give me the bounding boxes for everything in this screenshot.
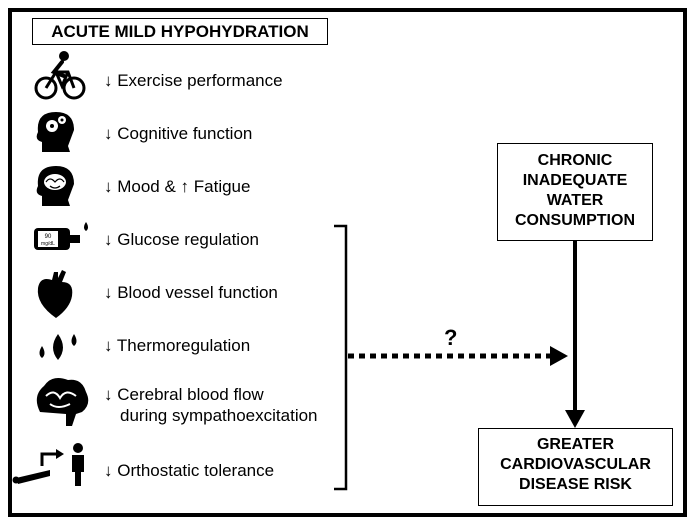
title-box: ACUTE MILD HYPOHYDRATION	[32, 18, 328, 45]
chronic-line-3: WATER	[546, 192, 604, 209]
chronic-line-1: CHRONIC	[537, 152, 613, 169]
cvd-risk-box: GREATER CARDIOVASCULAR DISEASE RISK	[478, 428, 673, 506]
risk-line-2: CARDIOVASCULAR	[500, 456, 651, 473]
head-brain-icon	[36, 166, 74, 206]
vertical-arrow-head	[565, 410, 585, 428]
bicycle-icon	[34, 51, 86, 100]
brain-icon	[36, 378, 89, 426]
risk-line-3: DISEASE RISK	[519, 476, 632, 493]
glucometer-reading: 90	[45, 234, 52, 240]
chronic-line-2: INADEQUATE	[522, 172, 628, 189]
item-cerebral-blood-flow-line2: during sympathoexcitation	[120, 406, 318, 425]
item-thermoregulation: ↓ Thermoregulation	[104, 336, 251, 355]
risk-line-1: GREATER	[536, 436, 615, 453]
chronic-line-4: CONSUMPTION	[515, 212, 635, 229]
chronic-water-box: CHRONIC INADEQUATE WATER CONSUMPTION	[497, 143, 653, 241]
item-blood-vessel-function: ↓ Blood vessel function	[104, 283, 278, 302]
item-glucose-regulation: ↓ Glucose regulation	[104, 230, 259, 249]
diagram-frame	[8, 8, 687, 517]
orthostatic-person-icon	[12, 443, 84, 486]
glucometer-unit: mg/dL	[41, 241, 55, 247]
dotted-arrow-head	[550, 346, 568, 366]
item-mood-fatigue: ↓ Mood & ↑ Fatigue	[104, 177, 251, 196]
head-gears-icon	[36, 112, 74, 152]
glucometer-icon: 90 mg/dL	[34, 222, 88, 250]
heart-icon	[37, 270, 73, 318]
water-drops-icon	[39, 334, 77, 360]
item-exercise-performance: ↓ Exercise performance	[104, 71, 283, 90]
item-cerebral-blood-flow: ↓ Cerebral blood flow	[104, 385, 264, 404]
item-cognitive-function: ↓ Cognitive function	[104, 124, 253, 143]
grouping-bracket	[334, 224, 348, 491]
item-orthostatic-tolerance: ↓ Orthostatic tolerance	[104, 461, 275, 480]
question-mark: ?	[444, 325, 458, 350]
